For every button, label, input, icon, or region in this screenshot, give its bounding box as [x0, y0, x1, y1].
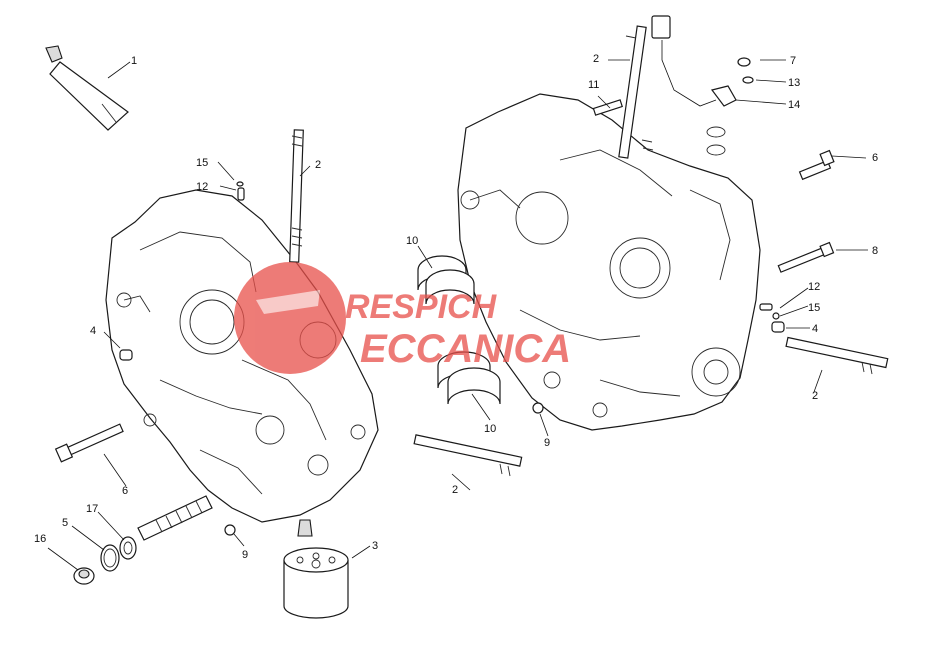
oil-strainer — [119, 495, 213, 560]
callout-9-left: 9 — [242, 549, 248, 561]
bolt-right-upper — [798, 149, 835, 181]
stud-top-left — [289, 129, 304, 263]
callout-2-right-stud: 2 — [812, 390, 818, 402]
pin-right — [759, 303, 780, 320]
oil-filter — [283, 519, 349, 619]
callout-17: 17 — [86, 503, 98, 515]
dowel-left — [119, 349, 133, 361]
callout-15-left: 15 — [196, 157, 208, 169]
right-crankcase-half — [457, 93, 761, 431]
washer-left — [224, 524, 236, 536]
stud-lower-middle — [413, 434, 523, 477]
callout-11: 11 — [588, 79, 599, 91]
callout-labels: 1 2 2 2 2 3 4 4 5 6 6 7 8 9 9 10 10 11 1… — [34, 53, 878, 561]
leader-lines — [47, 59, 868, 571]
bolt-left — [54, 423, 124, 463]
stud-top-right — [618, 25, 654, 159]
callout-10-lower: 10 — [484, 423, 496, 435]
bearing-shells-lower — [437, 351, 501, 405]
callout-9-right: 9 — [544, 437, 550, 449]
callout-6-right: 6 — [872, 152, 878, 164]
o-ring-5 — [100, 544, 120, 572]
sensor — [651, 15, 754, 156]
plug-16 — [73, 567, 95, 585]
callout-4-left: 4 — [90, 325, 96, 337]
callout-10-upper: 10 — [406, 235, 418, 247]
callout-8: 8 — [872, 245, 878, 257]
left-crankcase-half — [105, 189, 379, 523]
callout-14: 14 — [788, 99, 800, 111]
callout-15-right: 15 — [808, 302, 820, 314]
callout-2-top-stud: 2 — [593, 53, 599, 65]
washer-right — [532, 402, 544, 414]
callout-2-left-stud: 2 — [315, 159, 321, 171]
callout-13: 13 — [788, 77, 800, 89]
callout-4-right: 4 — [812, 323, 818, 335]
callout-16: 16 — [34, 533, 46, 545]
callout-6-left: 6 — [122, 485, 128, 497]
callout-12-left: 12 — [196, 181, 208, 193]
watermark-line-1: RESPICH — [345, 288, 498, 326]
pin-left — [236, 181, 245, 201]
callout-5: 5 — [62, 517, 68, 529]
callout-7: 7 — [790, 55, 796, 67]
watermark: RESPICH ECCANICA — [234, 262, 571, 374]
callout-1: 1 — [131, 55, 137, 67]
callout-12-right: 12 — [808, 281, 820, 293]
watermark-line-2: ECCANICA — [360, 327, 571, 371]
bolt-right-middle — [777, 241, 835, 273]
dowel-right — [771, 321, 785, 333]
callout-3: 3 — [372, 540, 378, 552]
bolt-top — [592, 99, 623, 116]
callout-2-lower-stud: 2 — [452, 484, 458, 496]
stud-right — [785, 336, 889, 375]
sealant-tube — [45, 45, 129, 131]
